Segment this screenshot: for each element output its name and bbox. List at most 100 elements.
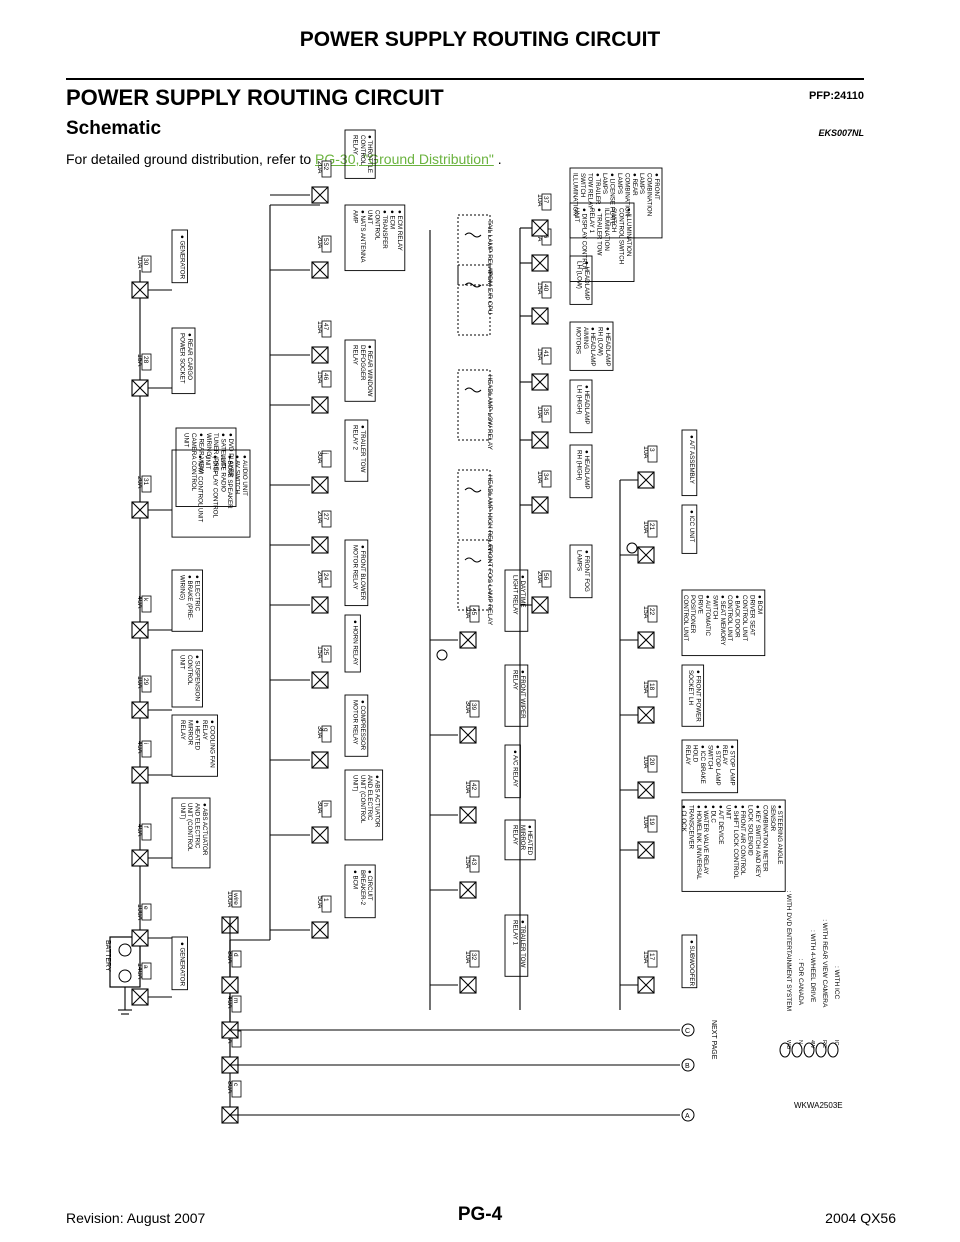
fuse-id-box	[469, 950, 480, 968]
ground-distribution-link[interactable]: PG-30, "Ground Distribution"	[315, 151, 494, 167]
fuse-rating: 10A	[464, 781, 471, 794]
fuse-id-box	[141, 823, 152, 841]
load-text: ● STEERING ANGLE	[776, 805, 783, 864]
load-text: ● BOSE SPEAKER	[226, 455, 233, 509]
load-text: ILLUMINATION	[572, 173, 579, 216]
load-text: LIGHT RELAY	[511, 575, 518, 615]
fuse-rating: 30A	[316, 726, 323, 739]
fuse-mark	[221, 976, 239, 994]
load-text: UNIT)	[351, 775, 358, 792]
fuse-id: j	[322, 452, 329, 454]
load-text: RH (LOW)	[597, 327, 604, 356]
relay-box	[457, 214, 491, 286]
load-text: AND ELECTRIC	[194, 803, 201, 849]
load-text: ● COOLING FAN	[209, 720, 216, 768]
load-text: ● ABS ACTUATOR	[201, 803, 208, 856]
load-text: ● ILLUMINATION	[625, 208, 632, 256]
fuse-mark	[637, 631, 655, 649]
load-box	[171, 229, 188, 284]
fuse-rating: 30A	[316, 451, 323, 464]
intro-text: For detailed ground distribution, refer …	[66, 151, 502, 167]
load-text: ● DLC	[710, 805, 717, 823]
intro-lead: For detailed ground distribution, refer …	[66, 151, 312, 167]
load-text: ● ELECTRIC	[194, 575, 201, 612]
legend-code-badge	[827, 1042, 839, 1058]
fuse-mark	[131, 988, 149, 1006]
connector-B	[681, 1058, 695, 1072]
fuse-id-box	[321, 800, 332, 818]
load-box	[344, 614, 361, 673]
load-text: UNIT	[204, 455, 211, 470]
load-box	[344, 419, 369, 482]
connector-label: B	[685, 1063, 690, 1070]
load-text: ● A/T ASSEMBLY	[688, 435, 695, 484]
fuse-id-box	[647, 605, 658, 623]
load-text: CONTROL UNIT	[682, 595, 689, 641]
load-text: MOTORS	[574, 327, 581, 354]
load-text: RELAY	[351, 345, 358, 365]
load-text: LAMPS	[616, 173, 623, 194]
load-text: ● SEAT MEMORY	[719, 595, 726, 646]
load-text: SOCKET LH	[687, 670, 694, 705]
fuse-id: k	[142, 598, 149, 602]
load-text: DRIVE	[697, 595, 704, 614]
load-box	[171, 936, 188, 991]
load-box	[681, 739, 739, 794]
load-text: POWER SOCKET	[179, 333, 186, 384]
fuse-id: 35	[542, 408, 549, 416]
load-text: ● HEATED	[526, 825, 533, 856]
battery-terminal	[118, 943, 132, 957]
load-text: ● COMPRESSOR	[359, 700, 366, 751]
fuse-id: 56	[542, 573, 549, 581]
relay-box	[457, 369, 491, 441]
load-text: ● REAR	[631, 173, 638, 196]
fuse-id: 37	[542, 196, 549, 204]
load-box	[504, 664, 529, 727]
load-text: AMP.	[219, 455, 226, 470]
fuse-id-box	[141, 353, 152, 371]
load-box	[504, 914, 529, 977]
fuse-id: i	[142, 743, 149, 744]
fuse-id-box	[541, 570, 552, 588]
load-text: ● FRONT POWER	[695, 670, 702, 722]
load-box	[175, 427, 237, 507]
fuse-id-box	[141, 740, 152, 758]
load-text: LAMPS	[576, 550, 583, 571]
load-box	[171, 797, 211, 869]
load-text: ● TRAILER TOW	[519, 920, 526, 968]
fuse-rating: 10A	[642, 446, 649, 459]
load-text: DRIVER SEAT	[748, 595, 755, 636]
fuse-id-box	[469, 855, 480, 873]
load-box	[681, 799, 786, 892]
load-text: ● CLOCK	[680, 805, 687, 833]
load-text: ● GENERATOR	[179, 942, 186, 987]
load-text: ● CIRCUIT	[366, 870, 373, 901]
load-text: ● HORN RELAY	[351, 620, 358, 665]
load-text: ● A/C RELAY	[511, 750, 518, 787]
fuse-mark	[131, 701, 149, 719]
load-text: CONTROL UNIT	[726, 595, 733, 641]
fuse-id-box	[141, 595, 152, 613]
fuse-id-box	[321, 895, 332, 913]
load-text: RELAY	[684, 745, 691, 765]
load-box	[344, 204, 406, 272]
load-text: RELAY	[351, 135, 358, 155]
load-box	[569, 444, 593, 499]
fuse-rating: 15A	[136, 354, 143, 367]
load-text: UNIT	[183, 433, 190, 448]
fuse-rating: 50A	[316, 896, 323, 909]
fuse-id: wire	[232, 892, 239, 905]
page-title: POWER SUPPLY ROUTING CIRCUIT	[66, 85, 444, 110]
fuse-id-box	[647, 950, 658, 968]
fuse-id-box	[231, 995, 242, 1013]
legend-code-badge	[803, 1042, 815, 1058]
load-text: LAMPS	[638, 173, 645, 194]
fuse-rating: 10A	[136, 256, 143, 269]
fuse-mark	[637, 706, 655, 724]
fuse-id-box	[321, 160, 332, 178]
fuse-id-box	[231, 950, 242, 968]
load-text: ● SUBWOOFER	[688, 940, 695, 987]
load-text: RELAY 1	[588, 208, 595, 233]
legend-text: : FOR CANADA	[797, 959, 804, 1006]
load-text: ● STOP LAMP	[729, 745, 736, 786]
